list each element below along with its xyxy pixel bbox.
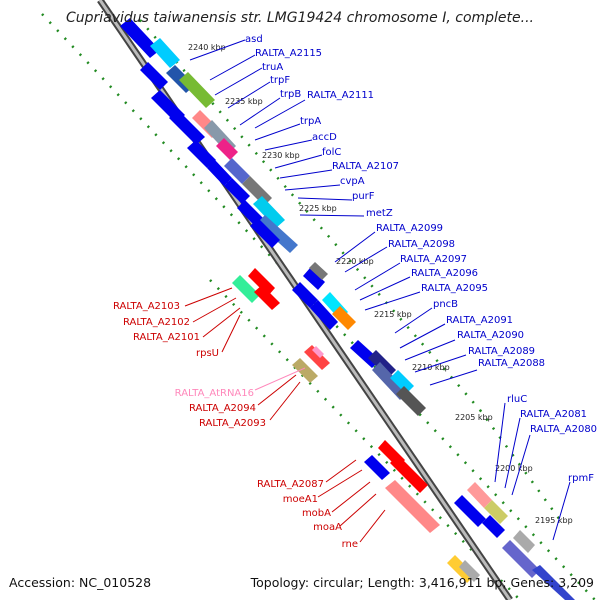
reverse-gene-blocks [232,268,480,583]
forward-leader-lines [189,39,571,541]
upper-guide-line-end [478,409,562,521]
ruler-label: 2215 kbp [374,310,412,319]
gene-label[interactable]: RALTA_A2097 [400,254,467,265]
forward-gene-blocks [120,18,575,600]
gene-label[interactable]: truA [262,62,283,73]
gene-label[interactable]: rluC [507,394,527,405]
ruler-label: 2205 kbp [455,413,493,422]
reverse-gene-labels: RALTA_A2103 RALTA_A2102 RALTA_A2101 rpsU… [113,301,358,550]
ruler-label: 2195 kbp [535,516,573,525]
gene-label[interactable]: asd [245,34,263,45]
gene-label[interactable]: RALTA_A2089 [468,346,535,357]
gene-label[interactable]: RALTA_A2098 [388,239,455,250]
forward-gene-labels: asd RALTA_A2115 truA trpF trpB RALTA_A21… [245,34,597,484]
gene-label[interactable]: pncB [433,299,458,310]
gene-label[interactable]: moeA1 [283,494,318,505]
gene-label[interactable]: trpB [280,89,301,100]
gene-label[interactable]: RALTA_A2115 [255,48,322,59]
gene-label[interactable]: RALTA_A2091 [446,315,513,326]
ruler-labels: 2240 kbp 2235 kbp 2230 kbp 2225 kbp 2220… [188,43,573,525]
gene-label[interactable]: RALTA_A2094 [189,403,256,414]
gene-label[interactable]: mobA [302,508,331,519]
gene-label[interactable]: RALTA_A2099 [376,223,443,234]
rna-leader-line [254,367,306,391]
gene-label[interactable]: rpsU [196,348,219,359]
gene-label[interactable]: RALTA_A2107 [332,161,399,172]
gene-label[interactable]: RALTA_A2093 [199,418,266,429]
gene-label[interactable]: RALTA_A2102 [123,317,190,328]
gene-label[interactable]: RALTA_A2111 [307,90,374,101]
gene-label[interactable]: accD [312,132,337,143]
gene-label[interactable]: RALTA_AtRNA16 [175,388,254,399]
gene-label[interactable]: RALTA_A2095 [421,283,488,294]
gene-label[interactable]: trpA [300,116,321,127]
outer-guide-line [41,13,596,600]
ruler-label: 2225 kbp [299,204,337,213]
gene-label[interactable]: metZ [366,208,393,219]
gene-label[interactable]: cvpA [340,176,365,187]
gene-label[interactable]: purF [352,191,375,202]
gene-label[interactable]: RALTA_A2103 [113,301,180,312]
gene-label[interactable]: RALTA_A2090 [457,330,524,341]
topology-text: Topology: circular; Length: 3,416,911 bp… [250,575,594,590]
gene-label[interactable]: RALTA_A2101 [133,332,200,343]
gene-label[interactable]: rne [342,539,358,550]
gene-label[interactable]: folC [322,147,341,158]
accession-text: Accession: NC_010528 [9,575,152,590]
ruler-label: 2230 kbp [262,151,300,160]
map-title: Cupriavidus taiwanensis str. LMG19424 ch… [65,10,534,26]
gene-label[interactable]: RALTA_A2088 [478,358,545,369]
ruler-label: 2220 kbp [336,257,374,266]
ruler-label: 2235 kbp [225,97,263,106]
gene-label[interactable]: RALTA_A2081 [520,409,587,420]
ruler-label: 2210 kbp [412,363,450,372]
gene-label[interactable]: rpmF [568,473,594,484]
gene-label[interactable]: moaA [313,522,342,533]
gene-label[interactable]: RALTA_A2096 [411,268,478,279]
ruler-label: 2200 kbp [495,464,533,473]
reverse-leader-lines [184,287,386,543]
gene-label[interactable]: RALTA_A2080 [530,424,597,435]
gene-label[interactable]: RALTA_A2087 [257,479,324,490]
gene-label[interactable]: trpF [270,75,290,86]
ruler-label: 2240 kbp [188,43,226,52]
